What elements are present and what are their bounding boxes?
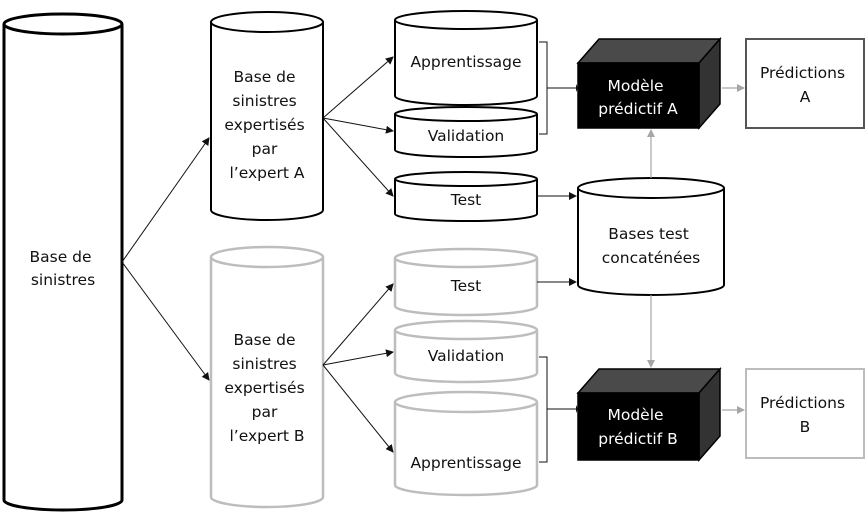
b-validation-label: Validation (428, 347, 505, 365)
modele-predictif-b-cube: Modèle prédictif B (576, 367, 722, 462)
predictions-a-box: Prédictions A (745, 38, 865, 129)
a-validation-label: Validation (428, 127, 505, 145)
arrow-expert-a-to-apprentissage (322, 56, 394, 119)
base-sinistres-cylinder: Base de sinistres (2, 12, 124, 512)
a-test-cylinder: Test (394, 171, 538, 222)
a-test-label: Test (450, 191, 482, 209)
b-apprentissage-label: Apprentissage (410, 454, 521, 472)
b-validation-cylinder: Validation (393, 319, 539, 384)
base-expert-a-cylinder: Base de sinistres expertisés par l’exper… (210, 11, 324, 221)
b-test-label: Test (450, 277, 482, 295)
arrow-expert-b-to-test (322, 283, 394, 366)
bases-test-cylinder: Bases test concaténées (577, 177, 725, 296)
base-sinistres-label: Base de sinistres (30, 248, 97, 289)
predictions-b-label: Prédictions B (760, 394, 850, 436)
a-apprentissage-label: Apprentissage (410, 53, 521, 71)
arrow-base-to-expert-b (121, 261, 210, 381)
b-apprentissage-cylinder: Apprentissage (393, 390, 539, 497)
a-apprentissage-cylinder: Apprentissage (394, 10, 538, 106)
arrow-expert-a-to-test (322, 117, 394, 197)
arrow-expert-b-to-apprentissage (322, 364, 394, 453)
bracket-b-arrowhead (576, 405, 578, 413)
base-expert-b-cylinder: Base de sinistres expertisés par l’exper… (209, 245, 325, 509)
arrow-expert-b-to-validation (322, 349, 394, 366)
base-expert-a-label: Base de sinistres expertisés par l’exper… (224, 68, 309, 182)
b-test-cylinder: Test (393, 247, 539, 317)
bracket-a (539, 41, 576, 135)
predictions-b-box: Prédictions B (745, 368, 865, 459)
bracket-b (539, 356, 576, 463)
base-expert-b-label: Base de sinistres expertisés par l’exper… (224, 331, 309, 445)
a-validation-cylinder: Validation (394, 106, 538, 158)
modele-a-label: Modèle prédictif A (598, 77, 678, 118)
modele-predictif-a-cube: Modèle prédictif A (576, 37, 722, 130)
predictions-a-label: Prédictions A (760, 64, 850, 106)
bases-test-label: Bases test concaténées (602, 225, 700, 267)
arrow-expert-a-to-validation (322, 117, 394, 134)
arrow-base-to-expert-a (121, 137, 210, 263)
modele-b-label: Modèle prédictif B (598, 406, 677, 448)
bracket-a-arrowhead (576, 84, 578, 92)
